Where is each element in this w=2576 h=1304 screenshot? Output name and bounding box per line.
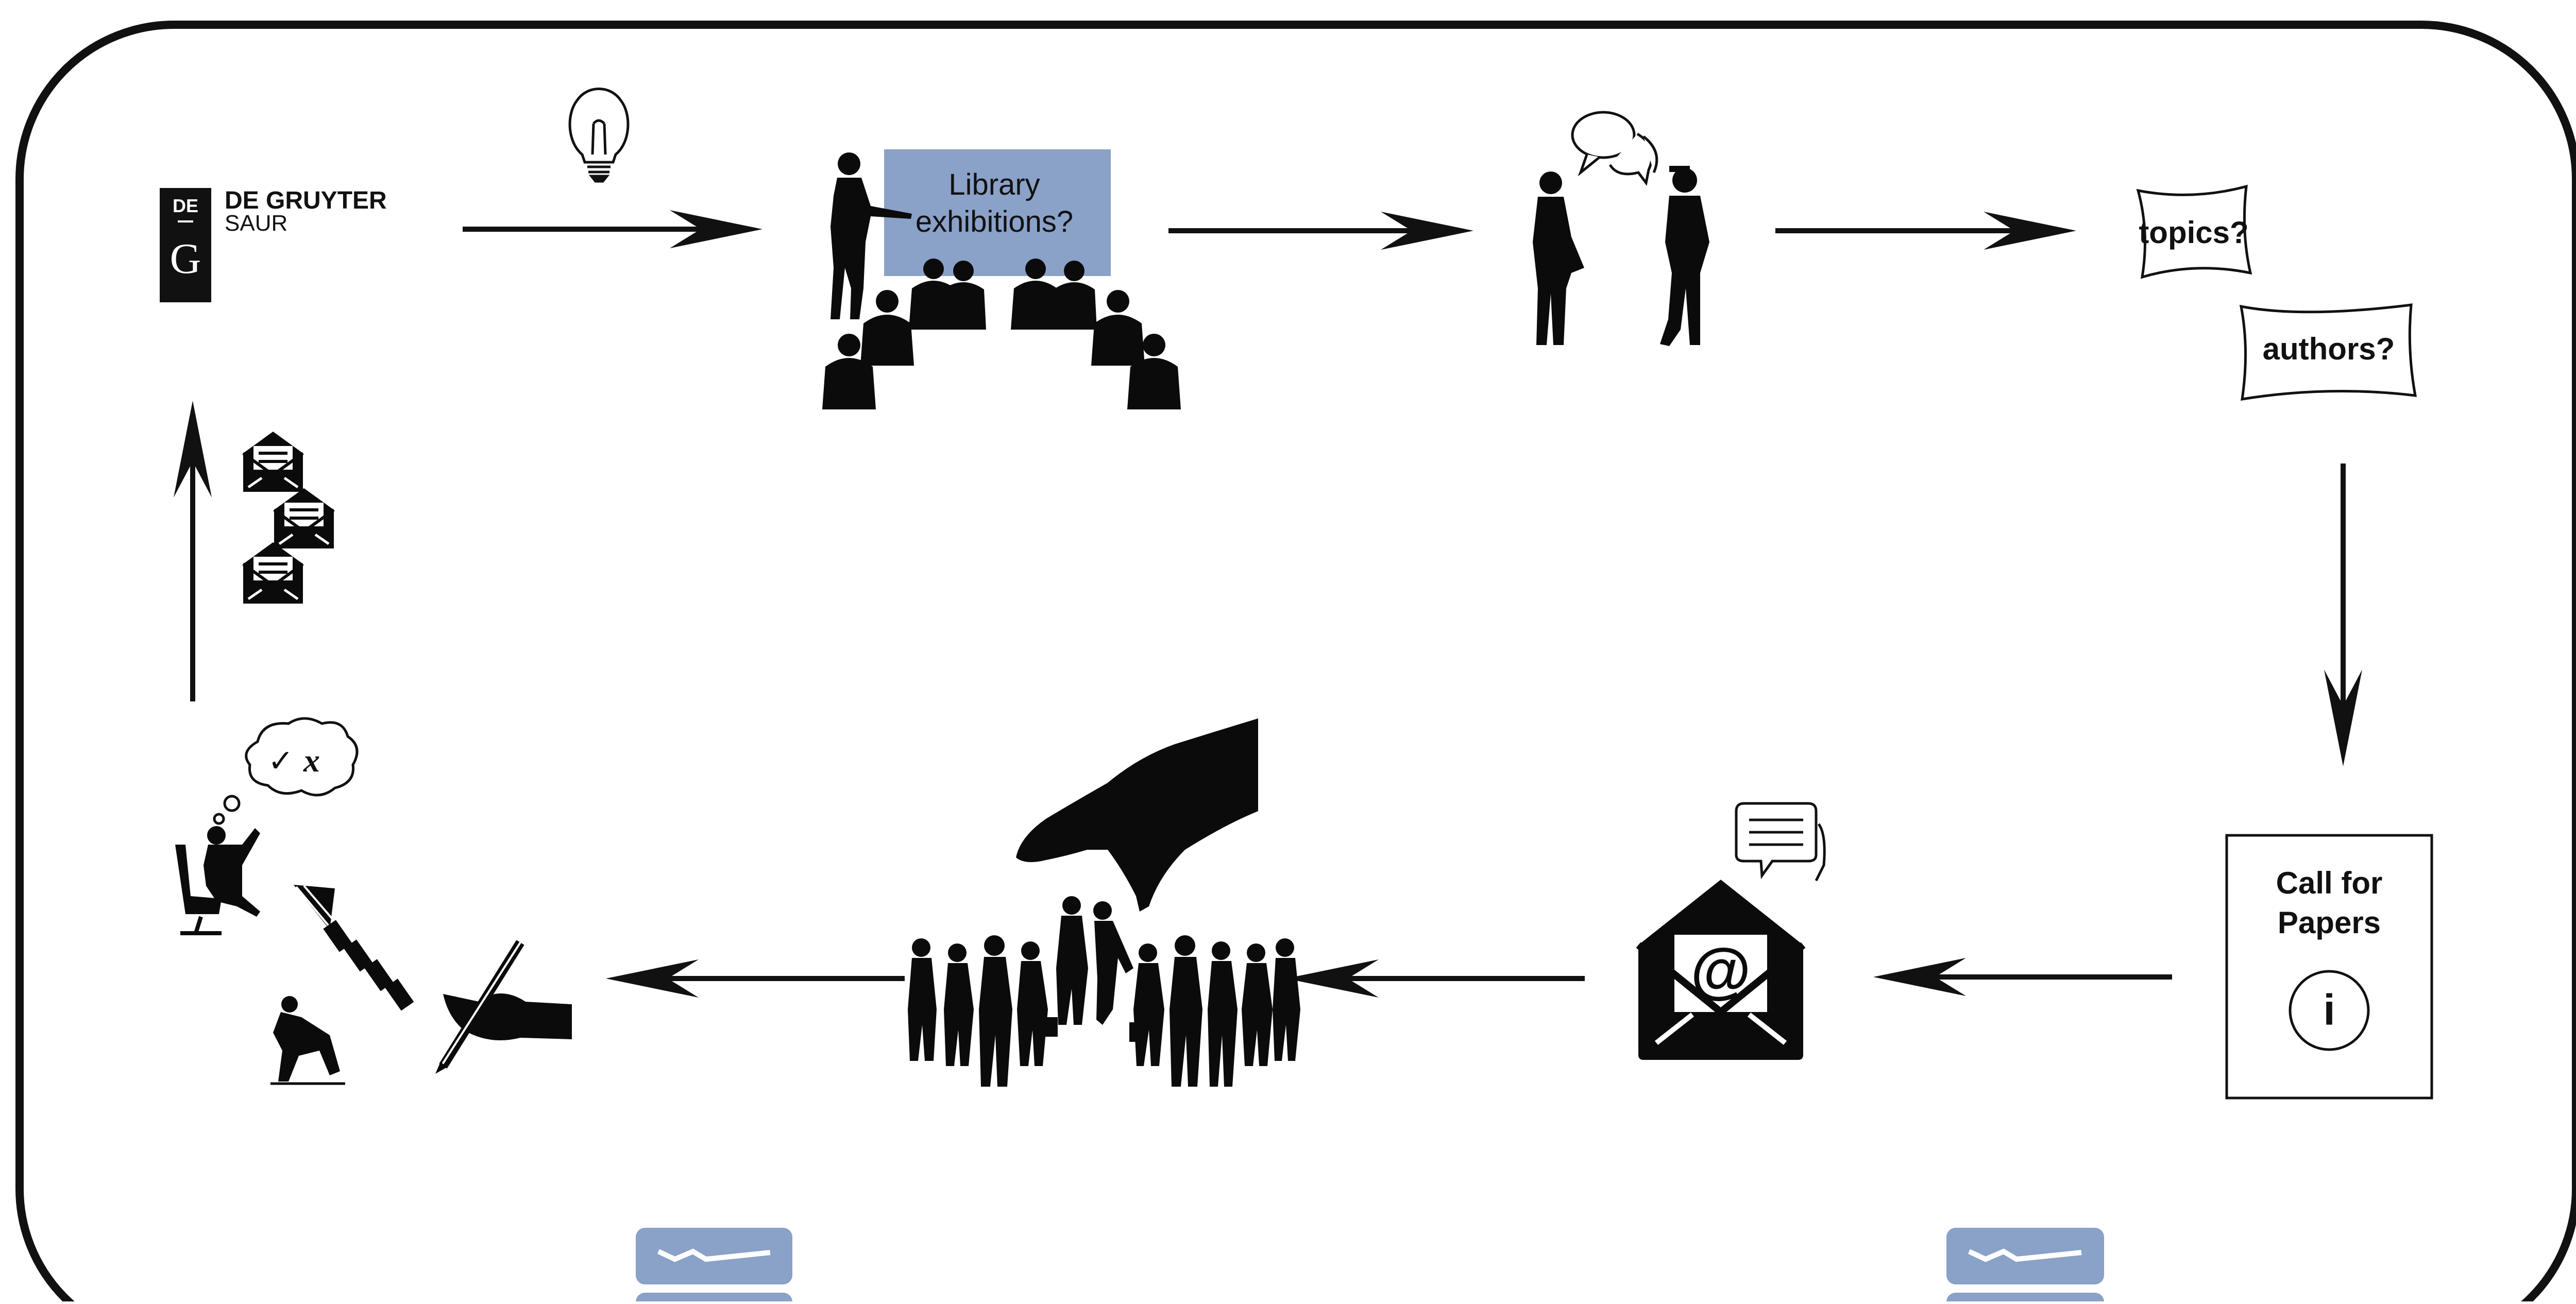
bottom-tab-right [1946, 1228, 2104, 1304]
arrow-call-to-email [1873, 958, 2172, 996]
person-right-silhouette [1660, 166, 1709, 346]
reviewer-thought-bubble: ✓ x [213, 717, 359, 825]
arrow-email-to-crowd [1286, 959, 1585, 998]
authors-banner: authors? [2239, 303, 2417, 401]
logo-mark-divider [178, 220, 193, 222]
logo-mark-top: DE [173, 195, 198, 216]
presenter-silhouette [831, 152, 912, 319]
logo-mark [160, 188, 211, 302]
envelope-icon-3 [242, 542, 304, 604]
arrow-review-to-logo [174, 401, 212, 701]
chat-bubble-icon [1735, 802, 1826, 882]
arrow-questions-to-call [2324, 464, 2362, 766]
logo-name-line1: DE GRUYTER [225, 187, 387, 214]
at-symbol: @ [1690, 936, 1751, 1005]
crowd-silhouettes [908, 896, 1300, 1087]
info-icon [2289, 970, 2370, 1051]
authors-label: authors? [2263, 332, 2395, 366]
thought-cross: x [303, 742, 320, 779]
logo-mark-bottom: G [170, 235, 201, 283]
call-for-papers-document: Call for Papers i [2225, 834, 2433, 1100]
info-icon-letter: i [2323, 986, 2335, 1034]
arrow-discussion-to-questions [1775, 212, 2076, 250]
presentation-scene: Library exhibitions? [822, 149, 1181, 409]
arrow-presentation-to-discussion [1168, 212, 1473, 250]
topics-banner: topics? [2136, 184, 2252, 279]
publisher-logo: DE G DE GRUYTER SAUR [160, 187, 387, 302]
reviewer-silhouette [175, 826, 260, 935]
discussion-scene [1533, 111, 1709, 346]
envelope-icon-1 [242, 432, 304, 492]
running-person-silhouette [270, 996, 345, 1085]
paper-shredder-icon [294, 885, 414, 1011]
presentation-slide [884, 149, 1111, 276]
arrow-logo-to-presentation [463, 210, 762, 248]
envelope-icon-2 [273, 488, 335, 548]
lightbulb-icon [568, 88, 630, 183]
thought-check: ✓ [268, 744, 294, 778]
bottom-tab-left [636, 1228, 792, 1304]
slide-text-line1: Library [948, 168, 1040, 201]
envelope-stack-icons [242, 432, 335, 604]
call-for-papers-line1: Call for [2276, 866, 2383, 900]
topics-label: topics? [2139, 215, 2248, 250]
selecting-hand-silhouette [1016, 718, 1258, 912]
person-left-silhouette [1533, 171, 1584, 345]
slide-text-line2: exhibitions? [916, 205, 1073, 238]
arrow-crowd-to-writing [606, 959, 905, 998]
audience-silhouettes [822, 259, 1181, 409]
outer-frame [15, 21, 2576, 1304]
logo-name-line2: SAUR [225, 211, 287, 236]
email-envelope-icon: @ [1636, 802, 1826, 1060]
writing-hand-icon [435, 940, 572, 1074]
call-for-papers-line2: Papers [2278, 905, 2381, 940]
speech-bubbles-icon [1571, 111, 1658, 186]
